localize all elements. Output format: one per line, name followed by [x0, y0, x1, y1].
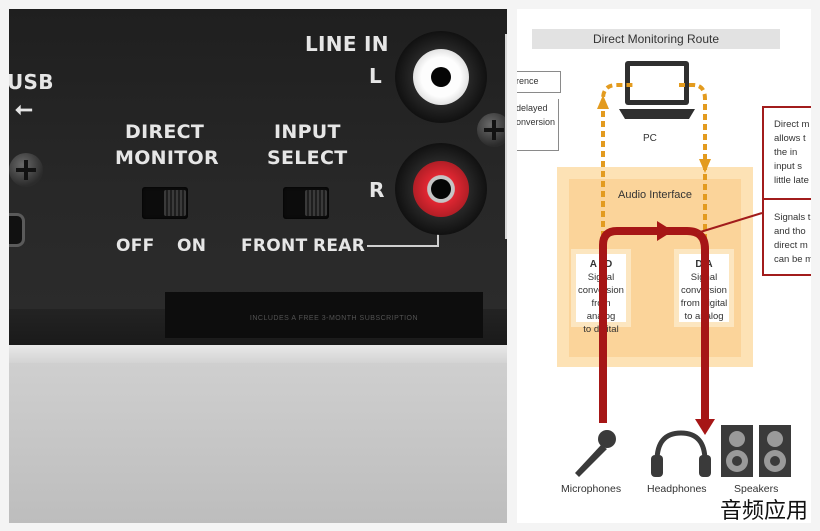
note-top-line1: Direct m [774, 119, 810, 130]
speakers-caption: Speakers [734, 483, 779, 495]
note-bottom-line2: and tho [774, 226, 806, 237]
panel-edge-line [505, 34, 507, 239]
screw-right-icon [477, 113, 507, 147]
device-base [9, 345, 507, 363]
output-route-arrow [695, 419, 715, 435]
diagram-title: Direct Monitoring Route [532, 29, 780, 49]
on-label: ON [177, 236, 207, 256]
product-sticker [165, 292, 483, 338]
watermark-text: 音频应用 [719, 499, 808, 524]
route-from-pc [679, 83, 707, 247]
rca-left-jack[interactable] [395, 31, 487, 123]
usb-c-port [9, 213, 25, 247]
note-bottom-line4: can be m [774, 254, 811, 265]
left-note-line1: rence [517, 76, 539, 86]
screw-left-icon [9, 153, 43, 187]
input-select-switch-knob[interactable] [305, 190, 327, 216]
speakers-icon [721, 425, 791, 477]
note-connector-line [696, 212, 763, 234]
direct-monitor-switch[interactable] [142, 187, 188, 219]
rear-bracket-tick [437, 231, 439, 247]
note-top-line3: the in [774, 147, 798, 158]
direct-monitor-note-box: Direct m allows t the in input s little … [762, 106, 811, 276]
pc-laptop-icon [619, 61, 695, 119]
off-label: OFF [116, 236, 155, 256]
note-top-line5: little late [774, 175, 809, 186]
rear-label: REAR [313, 236, 366, 256]
note-bottom-line3: direct m [774, 240, 808, 251]
right-channel-label: R [369, 178, 385, 202]
desk-surface [9, 363, 507, 523]
rca-right-hole [431, 179, 451, 199]
left-note-header: rence [517, 71, 561, 93]
direct-monitor-route [599, 227, 709, 423]
headphones-icon [651, 430, 711, 477]
audio-interface-label: Audio Interface [618, 189, 692, 201]
pc-label: PC [643, 133, 657, 144]
input-label-line1: INPUT [274, 121, 341, 143]
usb-icon: ⭠ [15, 97, 33, 122]
direct-label-line1: DIRECT [125, 121, 205, 143]
rear-panel-photo: INCLUDES A FREE 3-MONTH SUBSCRIPTION USB… [9, 9, 507, 523]
route-to-pc-arrow [597, 95, 609, 109]
left-note-line2: delayed [517, 103, 548, 113]
left-channel-label: L [369, 64, 383, 88]
front-label: FRONT [241, 236, 308, 256]
monitor-label-line2: MONITOR [115, 147, 219, 169]
note-top-line4: input s [774, 161, 802, 172]
direct-monitoring-diagram: Direct Monitoring Route rence delayed on… [517, 9, 811, 523]
left-note-body: delayed onversion [517, 99, 559, 151]
direct-route-arrow [657, 221, 673, 241]
input-select-switch[interactable] [283, 187, 329, 219]
usb-label: USB [9, 70, 54, 94]
note-bottom-line1: Signals t [774, 212, 811, 223]
line-in-label: LINE IN [305, 32, 389, 56]
note-top-line2: allows t [774, 133, 806, 144]
rca-right-jack[interactable] [395, 143, 487, 235]
headphones-caption: Headphones [647, 483, 707, 495]
route-from-pc-arrow [699, 159, 711, 173]
signal-routes [575, 83, 791, 477]
microphones-caption: Microphones [561, 483, 622, 495]
direct-monitor-switch-knob[interactable] [164, 190, 186, 216]
rear-bracket-line [367, 245, 439, 247]
sticker-text: INCLUDES A FREE 3-MONTH SUBSCRIPTION [249, 315, 419, 322]
microphone-icon [575, 430, 616, 477]
rca-left-hole [431, 67, 451, 87]
select-label-line2: SELECT [267, 147, 348, 169]
route-to-pc [601, 83, 635, 247]
note-divider [764, 198, 811, 200]
left-note-line3: onversion [517, 117, 556, 127]
